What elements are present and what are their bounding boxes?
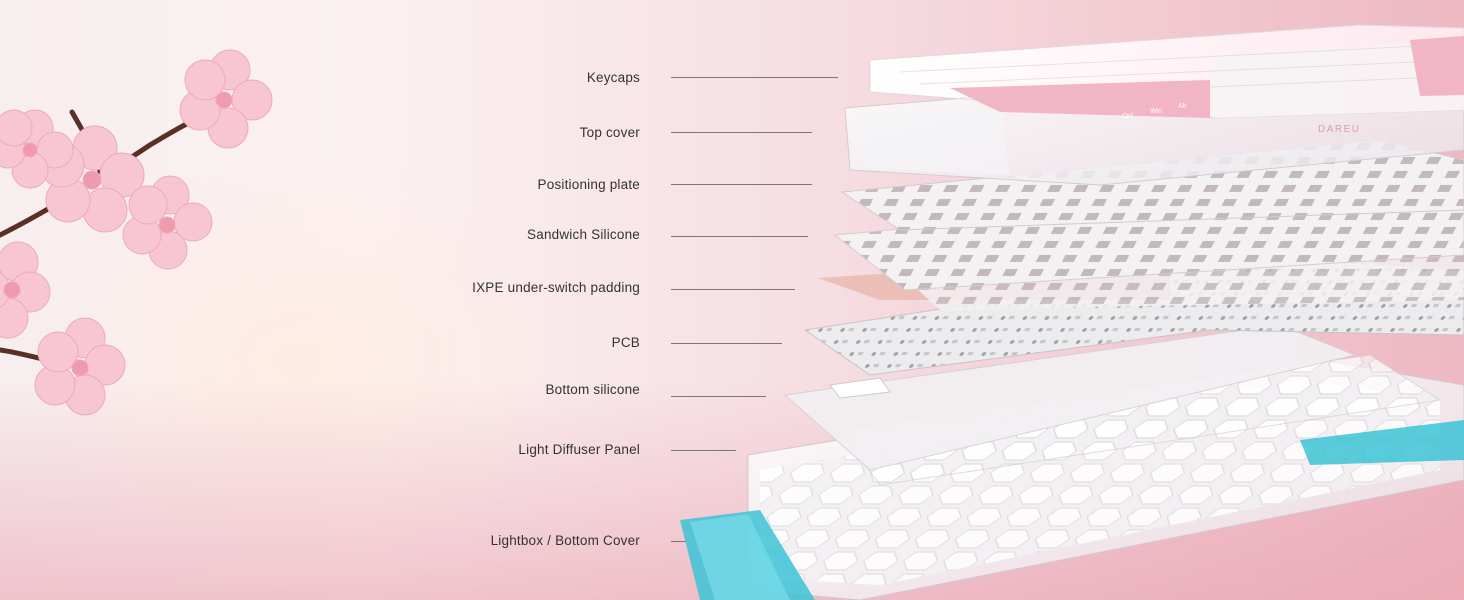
- label-keycaps: Keycaps: [586, 70, 640, 85]
- label-ixpe-padding: IXPE under-switch padding: [472, 280, 640, 295]
- label-sandwich-silicone: Sandwich Silicone: [527, 227, 640, 242]
- keycap-win-legend: Win: [1150, 108, 1162, 115]
- blossom-icon: [34, 317, 126, 416]
- leader-line-ixpe-padding: [671, 289, 795, 290]
- leader-line-pcb: [671, 343, 782, 344]
- brand-logo-text: DAREU: [1318, 124, 1361, 135]
- leader-line-top-cover: [671, 132, 812, 133]
- leader-line-lightbox-bottom-cover: [671, 541, 686, 542]
- label-positioning-plate: Positioning plate: [537, 177, 640, 192]
- label-pcb: PCB: [611, 335, 640, 350]
- leader-line-sandwich-silicone: [671, 236, 808, 237]
- blossom-icon: [0, 241, 51, 339]
- label-top-cover: Top cover: [579, 125, 640, 140]
- label-lightbox-bottom-cover: Lightbox / Bottom Cover: [490, 533, 640, 548]
- leader-line-bottom-silicone: [671, 396, 766, 397]
- label-bottom-silicone: Bottom silicone: [545, 382, 640, 397]
- blossom-icon: [122, 175, 213, 270]
- blossom-icon: [179, 49, 273, 149]
- leader-line-light-diffuser-panel: [671, 450, 736, 451]
- leader-line-keycaps: [671, 77, 838, 78]
- keycap-alt-legend: Alt: [1178, 103, 1186, 110]
- keycap-ctrl-legend: Ctrl: [1122, 113, 1133, 120]
- label-light-diffuser-panel: Light Diffuser Panel: [518, 442, 640, 457]
- blossom-icon: [0, 109, 74, 189]
- leader-line-positioning-plate: [671, 184, 812, 185]
- cherry-blossom-decoration: [0, 49, 273, 416]
